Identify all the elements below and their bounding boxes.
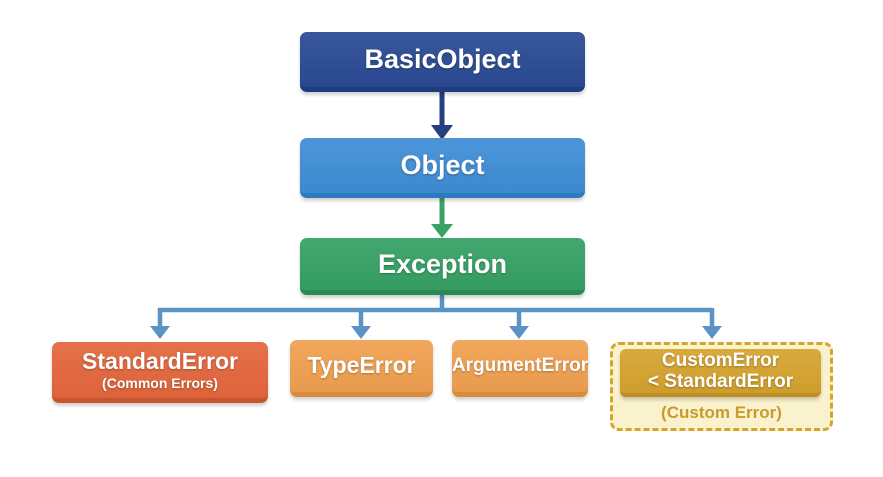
edge-object-exception-arrow: [431, 198, 453, 238]
node-basicobject: BasicObject: [300, 32, 585, 92]
node-exception: Exception: [300, 238, 585, 295]
node-basicobject-label: BasicObject: [364, 44, 521, 75]
node-typeerror-label: TypeError: [307, 352, 416, 379]
node-typeerror: TypeError: [290, 340, 433, 397]
edge-exception-children-tree: [150, 295, 722, 339]
node-standarderror-sublabel: (Common Errors): [102, 374, 218, 391]
edge-basicobject-object-arrow: [431, 92, 453, 140]
node-customerror-label-line2: < StandardError: [647, 371, 794, 392]
node-object: Object: [300, 138, 585, 198]
node-object-label: Object: [400, 150, 485, 181]
node-standarderror-label: StandardError: [82, 347, 238, 374]
node-customerror-sublabel: (Custom Error): [661, 403, 782, 422]
node-customerror: CustomError < StandardError: [620, 349, 821, 397]
node-exception-label: Exception: [377, 248, 508, 279]
node-argumenterror: ArgumentError: [452, 340, 588, 397]
node-customerror-label-line1: CustomError: [661, 349, 780, 371]
node-argumenterror-label: ArgumentError: [451, 355, 589, 377]
node-standarderror: StandardError (Common Errors): [52, 342, 268, 403]
